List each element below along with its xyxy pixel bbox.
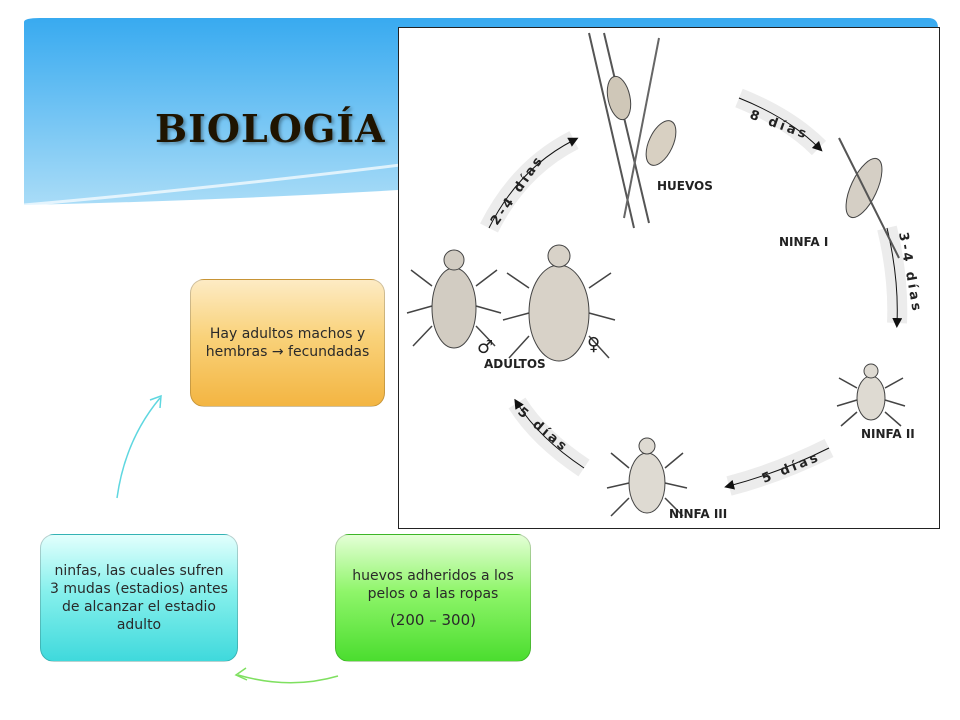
label-nymph1: NINFA I <box>779 235 828 249</box>
life-cycle-drawing: HUEVOS NINFA I NINFA II NINFA III ADULTO… <box>406 32 924 521</box>
label-nymph3: NINFA III <box>669 507 727 521</box>
eggs-illustration <box>588 32 677 229</box>
cycle-box-nymphs: ninfas, las cuales sufren 3 mudas (estad… <box>40 534 238 662</box>
nymph2-illustration <box>836 363 906 427</box>
male-symbol: ♂ <box>477 337 493 358</box>
cycle-box-adults-text: Hay adultos machos y hembras → fecundada… <box>205 326 370 360</box>
label-nymph2: NINFA II <box>861 427 915 441</box>
cycle-box-adults: Hay adultos machos y hembras → fecundada… <box>190 279 385 407</box>
label-adults: ADULTOS <box>484 357 546 371</box>
adults-illustration <box>406 244 616 362</box>
label-eggs: HUEVOS <box>657 179 713 193</box>
cycle-box-nymphs-text: ninfas, las cuales sufren 3 mudas (estad… <box>50 563 228 633</box>
slide-title: BIOLOGÍA <box>155 106 386 151</box>
nymph1-illustration <box>838 137 900 259</box>
duration-adults-eggs: 2-4 días <box>488 152 547 228</box>
female-symbol: ♀ <box>587 334 600 355</box>
nymph3-illustration <box>606 437 688 517</box>
cycle-box-eggs: huevos adheridos a los pelos o a las rop… <box>335 534 531 662</box>
cycle-box-eggs-count: (200 – 300) <box>389 611 476 629</box>
cycle-box-eggs-text: huevos adheridos a los pelos o a las rop… <box>352 568 514 602</box>
life-cycle-illustration: HUEVOS NINFA I NINFA II NINFA III ADULTO… <box>398 27 940 529</box>
